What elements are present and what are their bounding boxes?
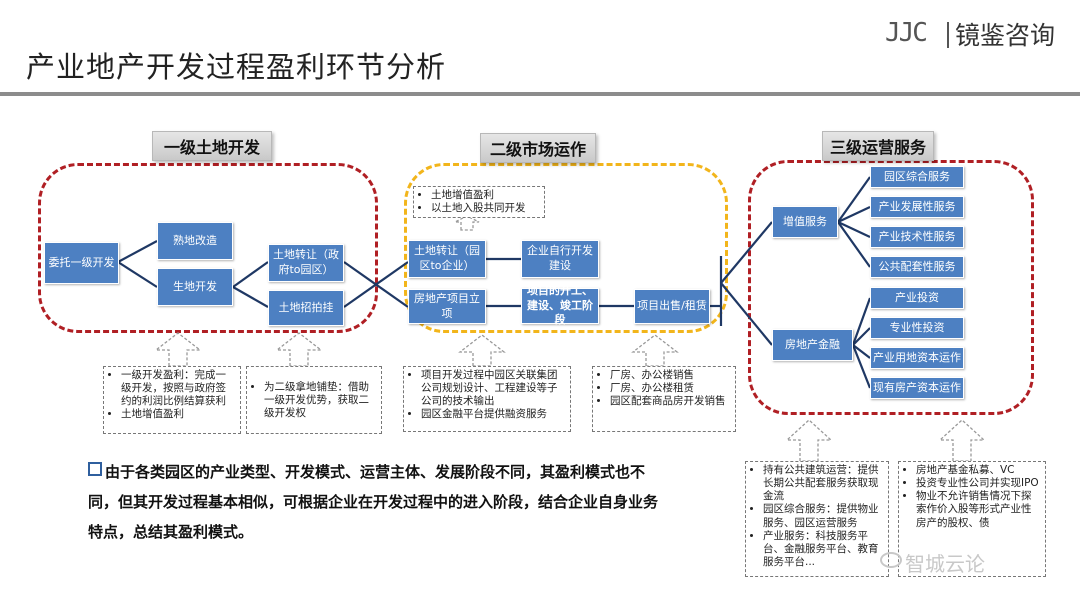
box-professional-investment: 专业性投资 [870, 317, 964, 339]
region-tertiary-service [748, 160, 1034, 415]
box-land-auction: 土地招拍挂 [268, 290, 344, 326]
list-item: 土地增值盈利 [121, 408, 236, 421]
box-real-estate-finance: 房地产金融 [772, 329, 853, 361]
box-self-development: 企业自行开发建设 [521, 240, 599, 278]
list-item: 以土地入股共同开发 [431, 202, 540, 215]
square-bullet-icon [88, 462, 102, 476]
box-existing-property-capital: 现有房产资本运作 [870, 377, 964, 399]
list-item: 园区综合服务：提供物业服务、园区运营服务 [763, 503, 884, 529]
logo-separator [947, 22, 949, 48]
box-project-sale-lease: 项目出售/租赁 [634, 289, 710, 324]
wechat-icon [880, 552, 902, 568]
list-item: 厂房、办公楼销售 [610, 369, 731, 382]
box-industry-technology-service: 产业技术性服务 [870, 226, 964, 248]
list-item: 园区配套商品房开发销售 [610, 395, 731, 408]
list-item: 项目开发过程中园区关联集团公司规划设计、工程建设等子公司的技术输出 [421, 369, 566, 408]
box-mature-land-renovation: 熟地改造 [157, 222, 233, 260]
box-construction-stage: 项目的开工、建设、竣工阶段 [521, 284, 599, 326]
page-title: 产业地产开发过程盈利环节分析 [26, 50, 447, 84]
list-item: 土地增值盈利 [431, 189, 540, 202]
section-header-secondary-market: 二级市场运作 [480, 133, 596, 163]
box-industrial-land-capital: 产业用地资本运作 [870, 347, 964, 369]
note-operation-service: 持有公共建筑运营：提供长期公共配套服务获取现金流园区综合服务：提供物业服务、园区… [745, 461, 889, 577]
note-real-estate-finance: 房地产基金私募、VC投资专业性公司并实现IPO物业不允许销售情况下探索作价入股等… [898, 461, 1046, 577]
section-header-tertiary-service: 三级运营服务 [822, 131, 934, 161]
box-park-comprehensive-service: 园区综合服务 [870, 166, 964, 188]
list-item: 为二级拿地铺垫：借助一级开发优势，获取二级开发权 [264, 381, 377, 420]
note-land-appreciation: 土地增值盈利以土地入股共同开发 [413, 186, 545, 218]
section-header-primary-land: 一级土地开发 [152, 131, 272, 161]
logo-mark: JJC [885, 18, 928, 48]
note-sales-lease: 厂房、办公楼销售厂房、办公楼租赁园区配套商品房开发销售 [592, 366, 736, 432]
box-raw-land-development: 生地开发 [157, 268, 233, 306]
conclusion-text: 由于各类园区的产业类型、开发模式、运营主体、发展阶段不同，其盈利模式也不同，但其… [88, 457, 668, 547]
list-item: 投资专业性公司并实现IPO [916, 477, 1041, 490]
note-secondary-preparation: 为二级拿地铺垫：借助一级开发优势，获取二级开发权 [246, 366, 382, 434]
watermark-text: 智城云论 [905, 552, 985, 576]
list-item: 厂房、办公楼租赁 [610, 382, 731, 395]
region-primary-land [38, 163, 378, 333]
list-item: 房地产基金私募、VC [916, 464, 1041, 477]
box-industry-development-service: 产业发展性服务 [870, 196, 964, 218]
box-commissioned-primary-development: 委托一级开发 [44, 242, 119, 284]
conclusion-body: 由于各类园区的产业类型、开发模式、运营主体、发展阶段不同，其盈利模式也不同，但其… [88, 463, 659, 541]
region-secondary-market [404, 163, 728, 333]
list-item: 物业不允许销售情况下探索作价入股等形式产业性房产的股权、债 [916, 490, 1041, 529]
list-item: 一级开发盈利：完成一级开发，按照与政府签约的利润比例结算获利 [121, 369, 236, 408]
box-industry-investment: 产业投资 [870, 287, 964, 309]
list-item: 园区金融平台提供融资服务 [421, 408, 566, 421]
box-land-transfer-park-to-enterprise: 土地转让（园区to企业） [408, 240, 486, 278]
title-divider [0, 92, 1080, 96]
box-value-added-services: 增值服务 [772, 206, 838, 238]
box-real-estate-project-approval: 房地产项目立项 [408, 289, 486, 324]
note-primary-profit: 一级开发盈利：完成一级开发，按照与政府签约的利润比例结算获利土地增值盈利 [103, 366, 241, 434]
box-public-supporting-service: 公共配套性服务 [870, 256, 964, 278]
logo-text: 镜鉴咨询 [955, 21, 1056, 50]
list-item: 产业服务：科技服务平台、金融服务平台、教育服务平台... [763, 530, 884, 569]
list-item: 持有公共建筑运营：提供长期公共配套服务获取现金流 [763, 464, 884, 503]
box-land-transfer-gov-to-park: 土地转让（政府to园区） [268, 244, 344, 282]
note-technical-output: 项目开发过程中园区关联集团公司规划设计、工程建设等子公司的技术输出园区金融平台提… [403, 366, 571, 432]
